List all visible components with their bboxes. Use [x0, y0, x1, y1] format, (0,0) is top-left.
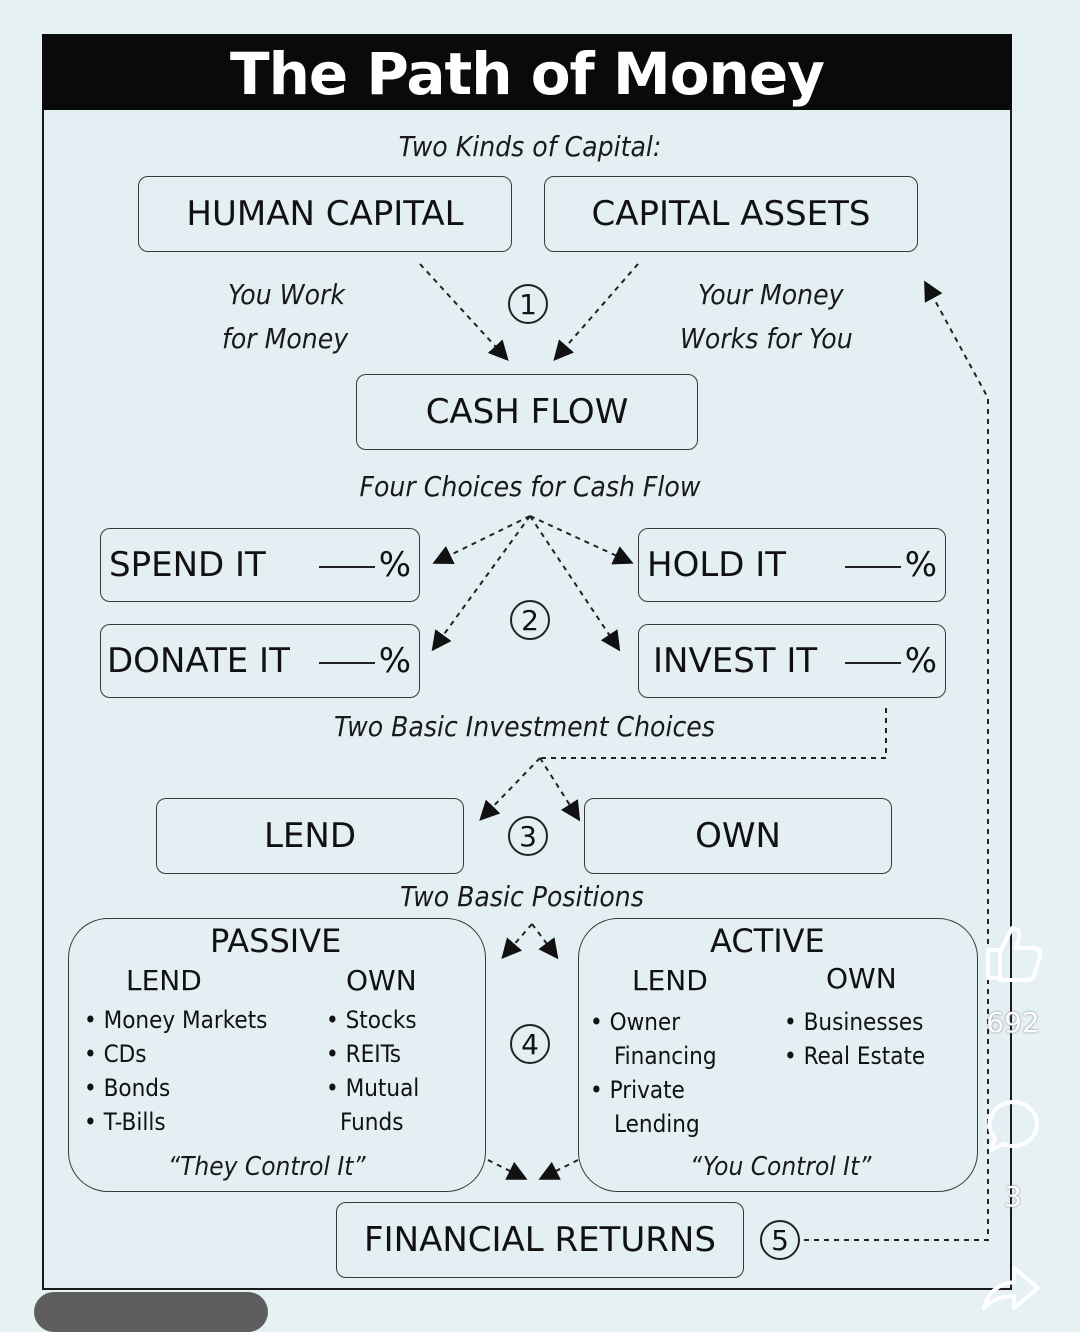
passive-title: PASSIVE: [210, 922, 342, 960]
your-money-line2: Works for You: [680, 322, 853, 355]
you-work-line1: You Work: [228, 278, 345, 311]
own-box: OWN: [584, 798, 892, 874]
your-money-line1: Your Money: [698, 278, 844, 311]
active-own-heading: OWN: [826, 962, 897, 995]
passive-panel: [68, 918, 486, 1192]
comment-icon[interactable]: [982, 1096, 1044, 1158]
hold-it-box: HOLD IT %: [638, 528, 946, 602]
comment-count: 3: [1004, 1180, 1022, 1213]
page-title: The Path of Money: [42, 34, 1012, 110]
step-1-badge: 1: [508, 284, 548, 324]
you-work-line2: for Money: [222, 322, 349, 355]
passive-lend-item: • CDs: [84, 1040, 147, 1068]
spend-it-label: SPEND IT: [109, 545, 266, 585]
share-icon[interactable]: [980, 1262, 1044, 1310]
hold-it-percent: %: [844, 545, 937, 585]
step-4-badge: 4: [510, 1024, 550, 1064]
financial-returns-box: FINANCIAL RETURNS: [336, 1202, 744, 1278]
donate-it-label: DONATE IT: [107, 641, 290, 681]
two-basic-positions-label: Two Basic Positions: [400, 880, 644, 913]
step-5-badge: 5: [760, 1220, 800, 1260]
passive-caption: “They Control It”: [168, 1152, 366, 1182]
passive-own-item: • REITs: [326, 1040, 402, 1068]
spend-it-percent: %: [318, 545, 411, 585]
active-lend-item: Financing: [614, 1042, 717, 1070]
thumbs-up-icon[interactable]: [982, 920, 1044, 984]
donate-it-percent: %: [318, 641, 411, 681]
hold-it-label: HOLD IT: [647, 545, 787, 585]
active-lend-heading: LEND: [632, 964, 708, 997]
lend-box: LEND: [156, 798, 464, 874]
bottom-overlay-pill[interactable]: [34, 1292, 268, 1332]
invest-it-box: INVEST IT %: [638, 624, 946, 698]
passive-own-item: Funds: [340, 1108, 404, 1136]
passive-own-heading: OWN: [346, 964, 417, 997]
active-lend-item: • Private: [590, 1076, 685, 1104]
passive-lend-item: • Money Markets: [84, 1006, 268, 1034]
passive-own-item: • Mutual: [326, 1074, 420, 1102]
like-count: 692: [986, 1006, 1040, 1039]
human-capital-box: HUMAN CAPITAL: [138, 176, 512, 252]
passive-lend-item: • T-Bills: [84, 1108, 166, 1136]
donate-it-box: DONATE IT %: [100, 624, 420, 698]
passive-own-item: • Stocks: [326, 1006, 417, 1034]
active-panel: [578, 918, 978, 1192]
active-lend-item: Lending: [614, 1110, 700, 1138]
step-2-badge: 2: [510, 600, 550, 640]
cash-flow-box: CASH FLOW: [356, 374, 698, 450]
two-basic-investment-label: Two Basic Investment Choices: [334, 710, 715, 743]
four-choices-label: Four Choices for Cash Flow: [359, 470, 701, 503]
active-caption: “You Control It”: [690, 1152, 872, 1182]
invest-it-percent: %: [844, 641, 937, 681]
spend-it-box: SPEND IT %: [100, 528, 420, 602]
step-3-badge: 3: [508, 816, 548, 856]
capital-assets-box: CAPITAL ASSETS: [544, 176, 918, 252]
invest-it-label: INVEST IT: [653, 641, 818, 681]
active-own-item: • Real Estate: [784, 1042, 926, 1070]
passive-lend-item: • Bonds: [84, 1074, 171, 1102]
active-title: ACTIVE: [710, 922, 825, 960]
kinds-of-capital-label: Two Kinds of Capital:: [398, 130, 662, 163]
active-lend-item: • Owner: [590, 1008, 681, 1036]
active-own-item: • Businesses: [784, 1008, 924, 1036]
passive-lend-heading: LEND: [126, 964, 202, 997]
